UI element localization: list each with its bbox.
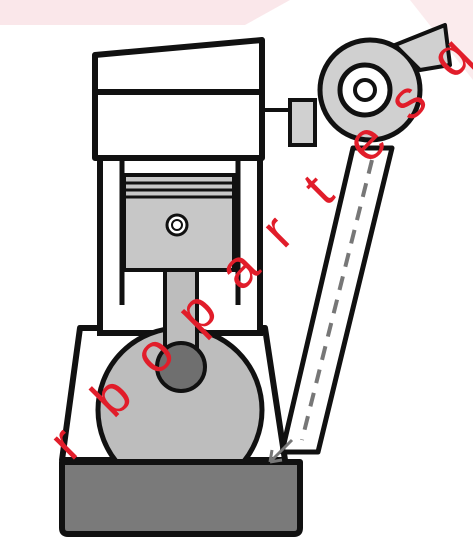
turbo-center-housing	[290, 100, 315, 145]
oil-level	[66, 482, 296, 527]
watermark-shape	[0, 0, 290, 25]
wrist-pin-inner	[172, 220, 182, 230]
turbo-shaft	[355, 80, 375, 100]
cylinder-head	[95, 40, 262, 158]
watermark-letter: t	[292, 163, 345, 216]
